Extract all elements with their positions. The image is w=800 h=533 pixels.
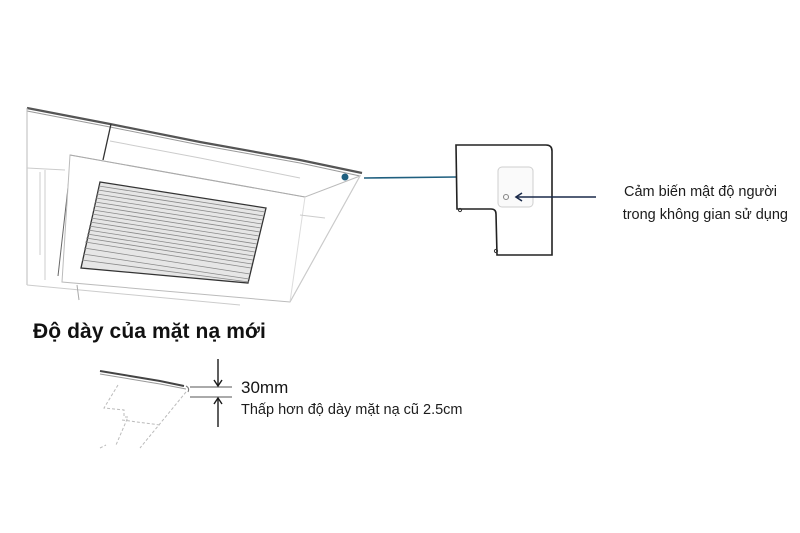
sensor-label-line2: trong không gian sử dụng <box>622 207 788 223</box>
sensor-dot-icon <box>341 173 349 181</box>
sensor-arrow-icon <box>514 192 596 202</box>
sensor-leader <box>341 173 458 181</box>
thickness-section-title: Độ dày của mặt nạ mới <box>33 320 266 343</box>
thickness-note: Thấp hơn độ dày mặt nạ cũ 2.5cm <box>241 402 463 418</box>
thickness-profile-illustration <box>99 359 232 449</box>
sensor-lens-icon <box>502 193 510 201</box>
sensor-callout-label: Cảm biến mật độ người trong không gian s… <box>598 181 788 227</box>
cassette-panel-illustration <box>26 106 363 306</box>
sensor-closeup <box>455 144 553 256</box>
sensor-label-line1: Cảm biến mật độ người <box>623 184 777 200</box>
thickness-value: 30mm <box>241 378 289 397</box>
